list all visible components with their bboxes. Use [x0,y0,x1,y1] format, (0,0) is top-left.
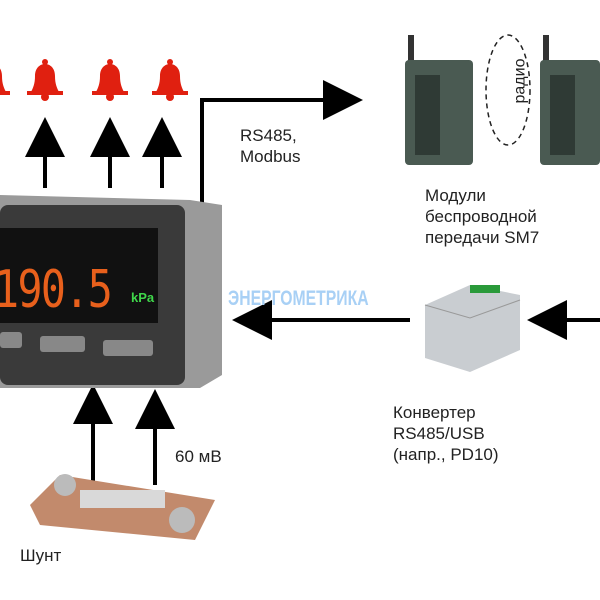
converter-line: RS485/USB [393,424,485,443]
bell-icon [0,59,10,101]
converter-line: (напр., PD10) [393,445,499,464]
meter-reading: 190.5 [0,260,113,320]
bell-icon [152,59,188,101]
alarm-bells [0,59,188,101]
shunt-label: Шунт [20,546,62,565]
enter-button [103,340,153,356]
voltage-label: 60 мВ [175,447,222,466]
arrows [24,80,600,485]
modbus-line: Modbus [240,147,301,166]
converter [424,285,521,372]
rs485-label: RS485, Modbus [240,125,300,167]
wireless-modules [405,34,600,165]
modules-line: беспроводной [425,207,537,226]
meter-unit: kPa [131,290,155,305]
radio-label: радио [511,58,529,104]
shunt [30,474,215,540]
modules-line: Модули [425,186,486,205]
modules-line: передачи SM7 [425,228,540,247]
up-button [40,336,85,352]
watermark: ЭНЕРГОМЕТРИКА [228,287,369,310]
converter-line: Конвертер [393,403,476,422]
modules-label: Модули беспроводной передачи SM7 [425,185,539,248]
panel-meter [0,195,222,388]
rs485-line: RS485, [240,126,297,145]
bell-icon [92,59,128,101]
bell-icon [27,59,63,101]
